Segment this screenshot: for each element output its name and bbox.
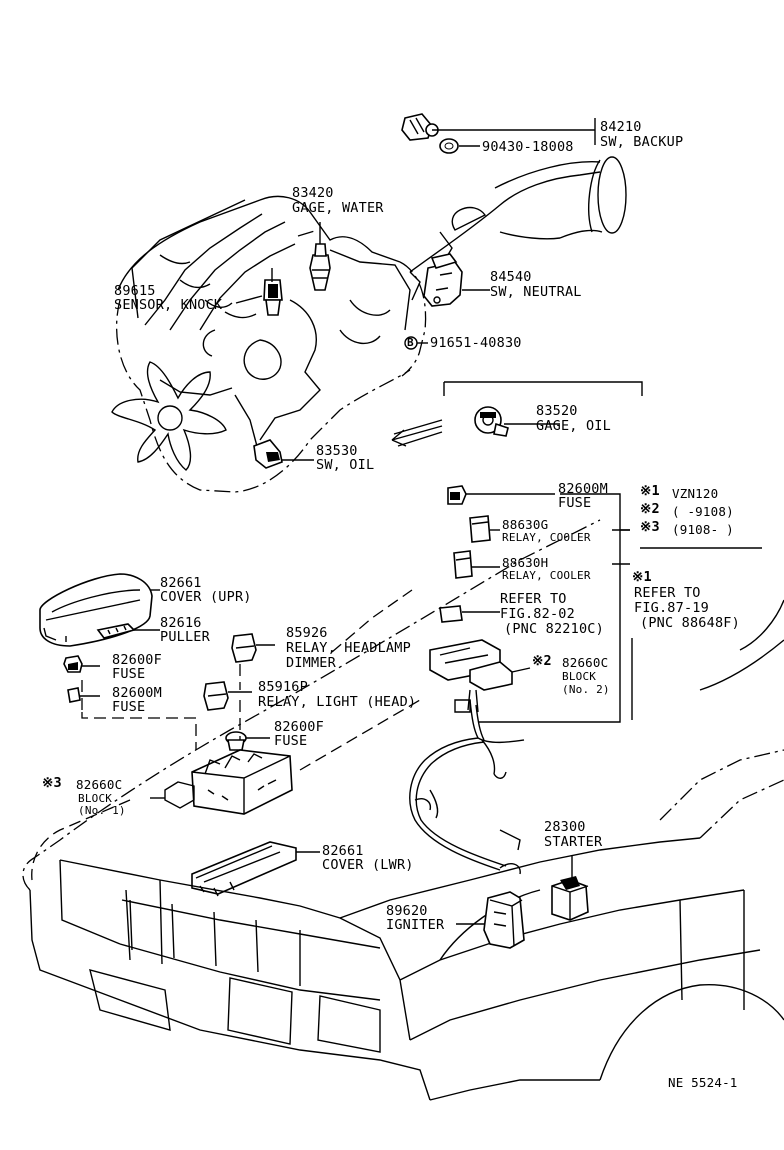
- note-mark-1: ※1: [632, 569, 652, 585]
- leader-hood: [31, 799, 131, 881]
- note-text-1: VZN120: [672, 486, 719, 501]
- fuse-82600m-part: [447, 485, 555, 505]
- puller-part: [96, 623, 160, 639]
- part-name-label: SW, OIL: [316, 457, 375, 473]
- part-number-label: 89620: [386, 903, 428, 919]
- oil-gauge-part: [391, 381, 643, 447]
- part-number-label: 82600M: [112, 685, 162, 701]
- fuse-82600m-left-part: [67, 687, 100, 703]
- part-name-label: COVER (UPR): [160, 589, 252, 605]
- part-number-label: 82660C: [562, 655, 609, 670]
- part-number-label: 88630G: [502, 517, 549, 532]
- part-name-label: RELAY, COOLER: [502, 569, 591, 582]
- relay-cooler-h-part: [453, 550, 500, 579]
- refer2-fig: FIG.87-19: [634, 600, 709, 616]
- part-number-label: 85916P: [258, 679, 308, 695]
- knock-sensor-part: [235, 268, 283, 316]
- engine-illustration: [111, 156, 627, 493]
- part-name-label: COVER (LWR): [322, 857, 414, 873]
- part-name-label: (No. 1): [78, 804, 126, 817]
- refer-pnc: (PNC 82210C): [504, 621, 604, 637]
- relay-headlamp-part: [231, 633, 275, 663]
- refer-fig: FIG.82-02: [500, 606, 575, 622]
- part-number-label: 82616: [160, 615, 202, 631]
- part-name-label: FUSE: [274, 733, 308, 749]
- part-number-label: 85926: [286, 625, 328, 641]
- wire-harness: [409, 699, 525, 875]
- part-name-label: GAGE, OIL: [536, 418, 611, 434]
- fan-illustration: [111, 361, 227, 471]
- oil-switch-part: [253, 439, 314, 469]
- figure-code: NE 5524-1: [668, 1075, 738, 1090]
- refer-line: REFER TO: [500, 591, 567, 607]
- part-name-label: SENSOR, KNOCK: [114, 297, 223, 313]
- note-mark-3: ※3: [42, 775, 62, 791]
- note-mark-1: ※1: [640, 483, 660, 499]
- note-mark-2: ※2: [532, 653, 552, 669]
- part-name-label: SW, BACKUP: [600, 134, 684, 150]
- relay-group-bracket: [478, 493, 630, 723]
- part-number-label: 83420: [292, 185, 334, 201]
- fuse-82600f-mid-part: [225, 731, 270, 751]
- water-gauge-part: [309, 222, 331, 291]
- transmission-illustration: [409, 156, 627, 301]
- part-name-label: FUSE: [112, 666, 146, 682]
- part-number-label: 82660C: [76, 777, 123, 792]
- part-name-label: (No. 2): [562, 683, 610, 696]
- part-number-label: 91651-40830: [430, 335, 522, 351]
- block-no2-part: [429, 605, 531, 713]
- cover-upper-part: [39, 573, 160, 647]
- leader-fuse-left: [81, 712, 197, 750]
- part-number-label: 82600F: [112, 652, 162, 668]
- neutral-switch-part: [423, 253, 490, 307]
- igniter-part: [456, 891, 525, 949]
- starter-part: [551, 856, 589, 921]
- part-name-label: RELAY, LIGHT (HEAD): [258, 694, 417, 710]
- part-number-label: 28300: [544, 819, 586, 835]
- part-name-label: BLOCK: [78, 792, 113, 805]
- part-name-label: DIMMER: [286, 655, 336, 671]
- part-number-label: 82661: [160, 575, 202, 591]
- part-number-label: 88630H: [502, 555, 549, 570]
- refer2-line: REFER TO: [634, 585, 701, 601]
- bolt-part: [404, 336, 428, 350]
- note-text-2: ( -9108): [672, 504, 734, 519]
- note-text-3: (9108- ): [672, 522, 734, 537]
- part-number-label: 82600F: [274, 719, 324, 735]
- part-name-label: IGNITER: [386, 917, 445, 933]
- part-number-label: 84540: [490, 269, 532, 285]
- block-no1-part: [150, 749, 293, 815]
- part-name-label: FUSE: [112, 699, 146, 715]
- cover-lower-part: [191, 841, 320, 897]
- part-name-label: PULLER: [160, 629, 210, 645]
- part-number-label: 89615: [114, 283, 156, 299]
- refer2-pnc: (PNC 88648F): [640, 615, 740, 631]
- relay-light-head-part: [203, 681, 252, 711]
- part-number-label: 82600M: [558, 481, 608, 497]
- part-name-label: SW, NEUTRAL: [490, 284, 582, 300]
- part-number-label: 83530: [316, 443, 358, 459]
- part-name-label: GAGE, WATER: [292, 200, 384, 216]
- note-mark-2: ※2: [640, 501, 660, 517]
- part-number-label: 90430-18008: [482, 139, 574, 155]
- part-name-label: STARTER: [544, 834, 603, 850]
- fuse-82600f-left-part: [63, 655, 100, 673]
- leader-block: [299, 699, 421, 771]
- part-number-label: 84210: [600, 119, 642, 135]
- bolt-symbol: B: [407, 336, 414, 349]
- part-number-label: 83520: [536, 403, 578, 419]
- backup-switch-part: [401, 113, 596, 154]
- part-name-label: RELAY, COOLER: [502, 531, 591, 544]
- note-mark-3: ※3: [640, 519, 660, 535]
- vehicle-body-illustration: [22, 519, 784, 1101]
- part-name-label: FUSE: [558, 495, 592, 511]
- relay-cooler-g-part: [469, 515, 500, 543]
- part-number-label: 82661: [322, 843, 364, 859]
- part-name-label: BLOCK: [562, 670, 597, 683]
- part-name-label: RELAY, HEADLAMP: [286, 640, 411, 656]
